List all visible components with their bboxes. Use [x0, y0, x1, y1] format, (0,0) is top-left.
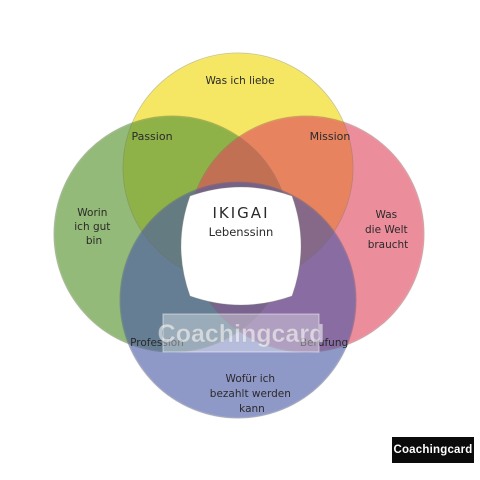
label-passion: Passion: [131, 130, 172, 143]
label-worin-ich-gut-bin: Worin ich gut bin: [74, 207, 113, 247]
watermark-box: [162, 313, 320, 353]
watermark: Coachingcard: [157, 313, 325, 353]
brand-badge: Coachingcard: [392, 437, 474, 463]
ikigai-center-area: [180, 186, 302, 306]
label-berufung: Berufung: [300, 337, 348, 349]
label-was-die-welt-braucht: Was die Welt braucht: [365, 209, 411, 251]
ikigai-title: IKIGAI: [213, 204, 270, 222]
label-profession: Profession: [130, 337, 184, 349]
label-mission: Mission: [310, 130, 351, 143]
ikigai-subtitle: Lebenssinn: [209, 225, 274, 239]
label-was-ich-liebe: Was ich liebe: [205, 75, 274, 87]
watermark-text: Coachingcard: [158, 320, 325, 348]
label-wofuer-ich-bezahlt-werden-kann: Wofür ich bezahlt werden kann: [210, 373, 294, 415]
